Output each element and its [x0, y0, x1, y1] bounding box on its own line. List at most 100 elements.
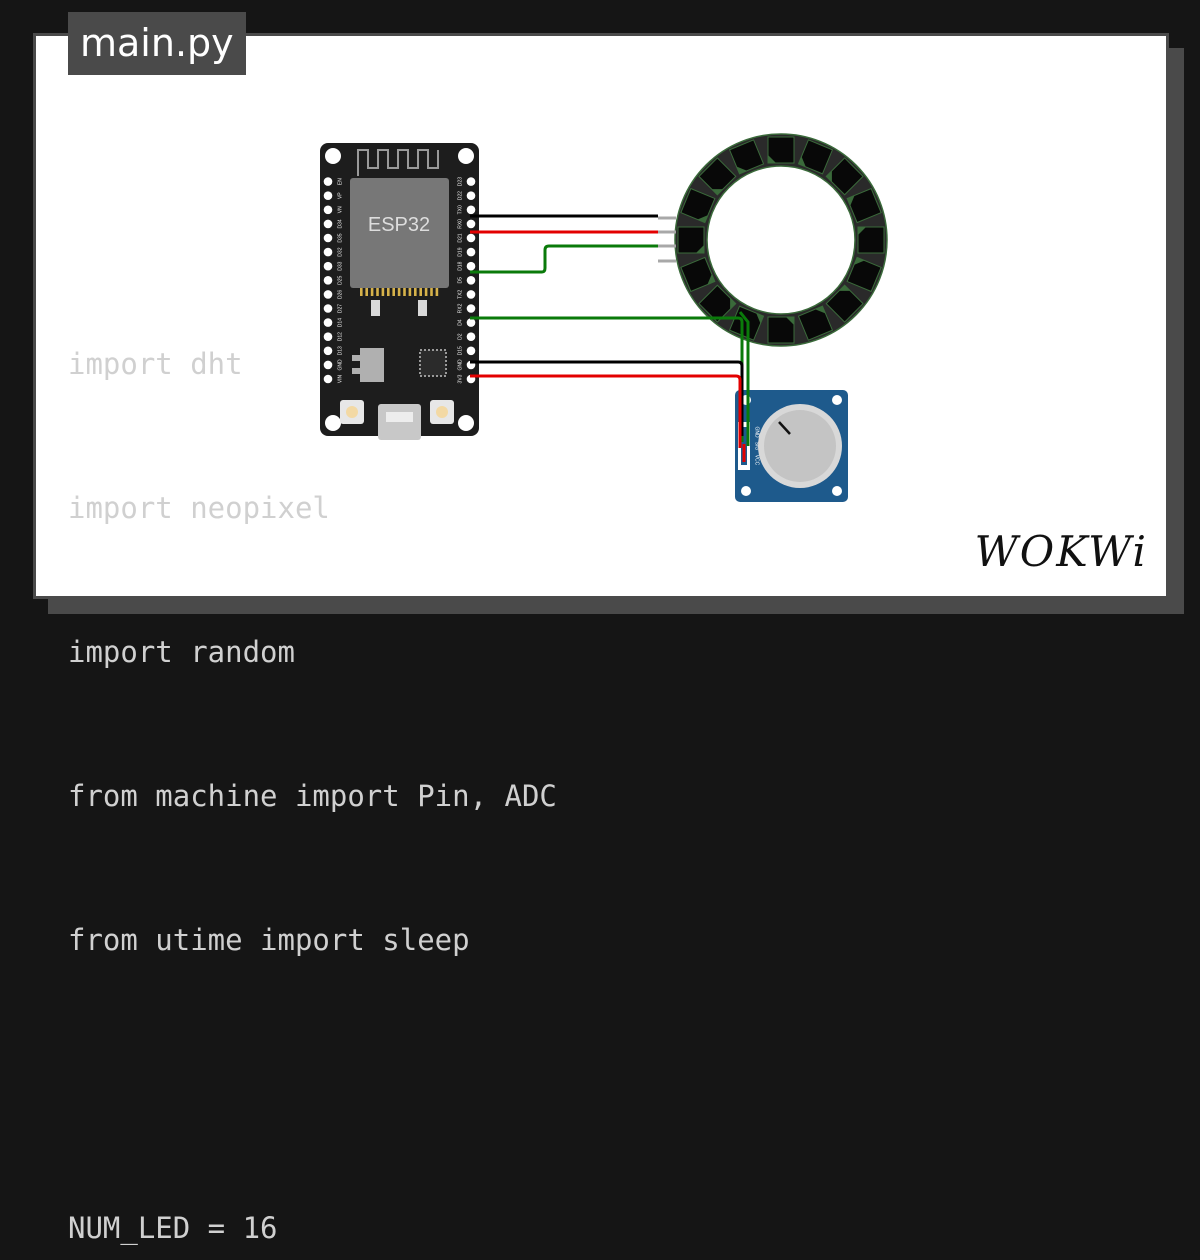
regulator-pin: [352, 368, 360, 374]
pot-pin-label: GND: [754, 426, 760, 438]
ring-led: [698, 284, 737, 323]
ring-led: [680, 187, 716, 224]
esp32-pin-label: 3V3: [457, 374, 463, 383]
esp32-pin-hole[interactable]: [323, 318, 333, 327]
esp32-pin-hole[interactable]: [323, 374, 333, 384]
esp32-pin-hole[interactable]: [323, 261, 333, 271]
esp32-pin-hole[interactable]: [323, 191, 333, 200]
esp32-pin-label: D15: [457, 346, 463, 355]
ring-led: [677, 226, 705, 254]
ring-led: [825, 284, 864, 323]
esp32-pin-label: GND: [337, 359, 343, 371]
usb-port: [386, 412, 413, 422]
esp32-pin-hole[interactable]: [323, 205, 333, 215]
voltage-regulator: [360, 348, 384, 382]
module-pad: [419, 288, 422, 296]
ring-led: [728, 139, 765, 175]
esp32-pin-hole[interactable]: [466, 205, 476, 215]
code-line: from utime import sleep: [68, 923, 470, 957]
esp32-pin-hole[interactable]: [323, 332, 333, 342]
esp32-pin-label: RX2: [457, 303, 463, 313]
esp32-pin-hole[interactable]: [323, 346, 333, 356]
module-pad: [365, 288, 368, 296]
mount-hole: [325, 415, 341, 431]
esp32-pin-hole[interactable]: [466, 290, 476, 299]
esp32-pin-hole[interactable]: [466, 332, 476, 342]
esp32-pin-label: D32: [337, 247, 343, 256]
esp32-pin-label: D34: [337, 219, 343, 228]
esp32-pin-label: D27: [337, 304, 343, 313]
boot-button[interactable]: [346, 406, 358, 418]
module-pad: [408, 288, 412, 296]
wire-vcc-pot: [470, 374, 742, 448]
pot-indicator: [778, 421, 791, 435]
ring-leds: [677, 136, 885, 344]
esp32-pin-hole[interactable]: [466, 247, 476, 257]
esp32-pin-label: EN: [337, 178, 343, 185]
esp32-pin-hole[interactable]: [466, 261, 476, 271]
ring-led: [857, 226, 885, 254]
mount-hole: [325, 148, 341, 164]
esp32-pin-label: TX0: [457, 205, 463, 214]
mount-hole: [741, 486, 751, 496]
esp32-pin-hole[interactable]: [466, 318, 476, 327]
module-pad: [424, 288, 428, 296]
ring-inner-edge: [706, 165, 856, 315]
esp32-pin-hole[interactable]: [466, 304, 476, 313]
project-preview-panel: [33, 33, 1169, 599]
neopixel-ring[interactable]: [658, 133, 888, 347]
pot-knob[interactable]: [764, 410, 836, 482]
esp32-left-pin-holes: [323, 177, 333, 384]
ring-led: [767, 136, 795, 164]
esp32-pin-hole[interactable]: [323, 290, 333, 299]
esp32-pin-label: D35: [337, 233, 343, 242]
esp32-pin-hole[interactable]: [323, 360, 333, 370]
esp32-pin-hole[interactable]: [466, 191, 476, 200]
esp32-pin-hole[interactable]: [323, 304, 333, 313]
file-tab-main-py[interactable]: main.py: [68, 12, 246, 75]
module-pad: [414, 288, 417, 296]
ring-led: [797, 139, 834, 175]
esp32-pin-label: D2: [457, 333, 463, 340]
esp32-right-pin-holes: [466, 177, 476, 384]
ring-led: [846, 256, 882, 293]
smd-component: [371, 300, 380, 316]
ring-led: [680, 256, 716, 293]
pot-pin-label: SIG: [754, 442, 760, 451]
esp32-pin-label: RX0: [457, 219, 463, 229]
module-pad: [381, 288, 385, 296]
esp32-pin-hole[interactable]: [323, 177, 333, 186]
code-line: import random: [68, 635, 295, 669]
esp32-pin-label: D21: [457, 233, 463, 242]
ring-outer-edge: [674, 133, 888, 347]
ring-led: [767, 316, 795, 344]
module-pad: [370, 288, 374, 296]
esp32-pin-label: D23: [457, 177, 463, 186]
wire-sig-pot: [470, 316, 744, 442]
esp32-pin-hole[interactable]: [466, 177, 476, 186]
esp32-pin-hole[interactable]: [466, 276, 476, 285]
esp32-board[interactable]: ESP32 VINGNDD13D12D14D27D26D25D33D32D35D…: [320, 143, 479, 440]
esp32-pin-label: D13: [337, 346, 343, 355]
mount-hole: [832, 486, 842, 496]
module-pad: [376, 288, 379, 296]
module-pad: [392, 288, 395, 296]
regulator-pin: [352, 355, 360, 361]
smd-component: [418, 300, 427, 316]
wire-data-ring: [470, 244, 658, 274]
esp32-pin-hole[interactable]: [466, 219, 476, 229]
esp32-pin-hole[interactable]: [466, 346, 476, 356]
esp32-pin-hole[interactable]: [323, 276, 333, 285]
esp32-pin-hole[interactable]: [323, 219, 333, 229]
esp32-right-pin-labels: 3V3GNDD15D2D4RX2TX2D5D18D19D21RX0TX0D22D…: [457, 177, 463, 384]
esp32-pin-hole[interactable]: [466, 233, 476, 243]
esp32-pin-hole[interactable]: [323, 233, 333, 243]
module-pad: [430, 288, 433, 296]
reset-button[interactable]: [436, 406, 448, 418]
esp32-pin-label: D18: [457, 261, 463, 270]
code-line: import dht: [68, 347, 243, 381]
esp32-pin-label: VP: [337, 192, 343, 199]
esp32-pin-hole[interactable]: [323, 247, 333, 257]
module-pad: [435, 288, 439, 296]
